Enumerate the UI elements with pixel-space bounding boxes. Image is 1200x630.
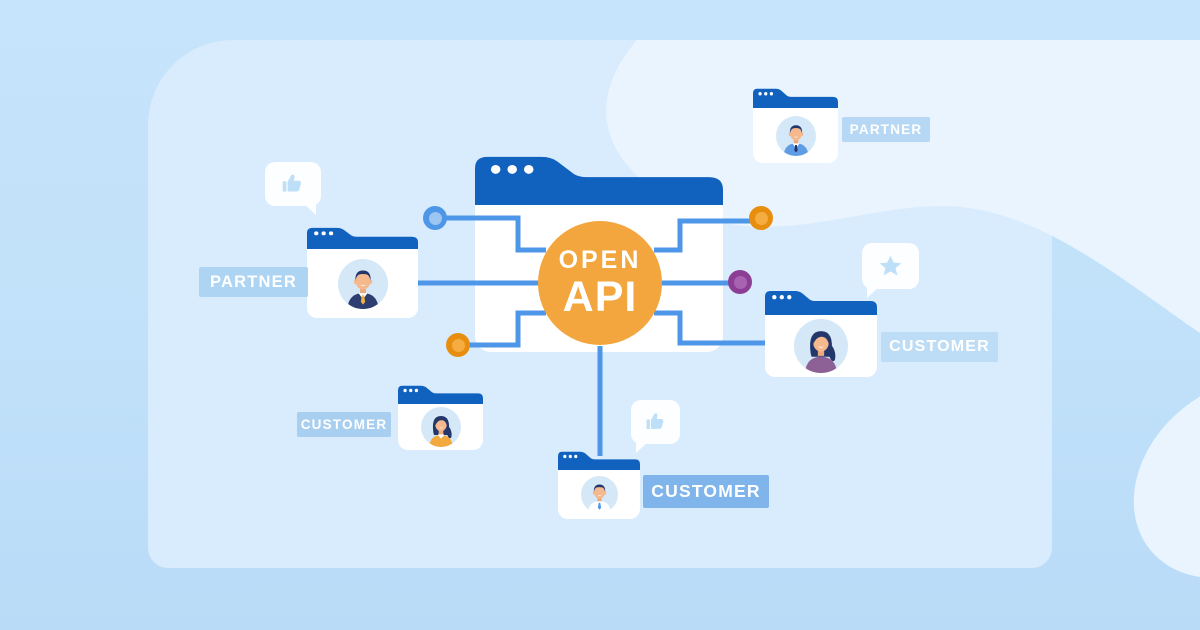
partner-window-left [307, 227, 418, 318]
node-dot-blue-icon [423, 206, 447, 230]
window-body [307, 249, 418, 318]
label-partner-left: PARTNER [199, 267, 308, 297]
partner-window-top-right [753, 88, 838, 163]
avatar-man-navy-suit-icon [337, 258, 388, 309]
speech-bubble [631, 400, 680, 453]
label-text: PARTNER [849, 122, 923, 137]
open-api-badge: OPEN API [538, 221, 662, 345]
open-api-text-line2: API [562, 272, 638, 321]
avatar-woman-orange-top-icon [420, 407, 461, 447]
node-dot-orange-icon [749, 206, 773, 230]
window-header-with-dots-icon [307, 227, 418, 249]
avatar-woman-purple-top-icon [794, 319, 848, 373]
customer-window-right [765, 290, 877, 377]
customer-window-bottom-center [558, 451, 640, 519]
speech-bubble [862, 243, 919, 298]
label-partner-top-right: PARTNER [842, 117, 930, 142]
window-header-with-dots-icon [558, 451, 640, 470]
node-dot-purple-icon [728, 270, 752, 294]
label-customer-bottom-left: CUSTOMER [297, 412, 391, 437]
star-icon [879, 255, 902, 275]
avatar-man-white-shirt-icon [580, 476, 618, 513]
label-text: CUSTOMER [651, 481, 761, 501]
window-header-with-dots-icon [765, 290, 877, 315]
label-customer-right: CUSTOMER [881, 332, 998, 362]
node-dot-orange-icon [446, 333, 470, 357]
customer-window-bottom-left [398, 385, 483, 450]
window-body [558, 470, 640, 519]
window-body [398, 404, 483, 450]
open-api-text-line1: OPEN [558, 245, 642, 274]
label-text: PARTNER [210, 272, 297, 291]
label-customer-bottom-center: CUSTOMER [643, 475, 769, 508]
window-header-with-dots-icon [475, 156, 723, 205]
thumbs-up-icon [646, 413, 663, 429]
window-body [753, 108, 838, 163]
label-text: CUSTOMER [300, 417, 388, 432]
thumbs-up-icon [282, 174, 301, 192]
speech-bubble [265, 162, 321, 215]
window-header-with-dots-icon [398, 385, 483, 404]
avatar-man-blue-suit-icon [775, 115, 816, 156]
label-text: CUSTOMER [889, 338, 990, 355]
window-header-with-dots-icon [753, 88, 838, 108]
window-body [765, 315, 877, 377]
